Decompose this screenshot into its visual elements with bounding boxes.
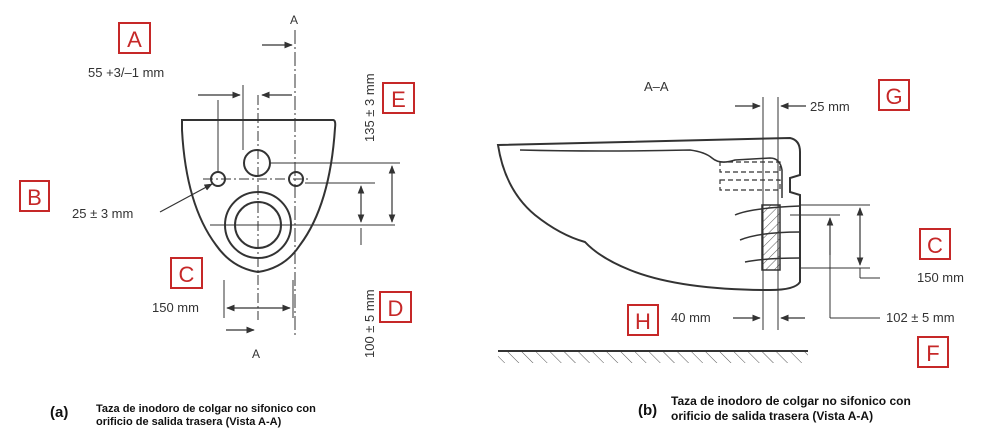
dimension-55: 55 +3/–1 mm: [88, 65, 164, 80]
box-label-b: B: [27, 185, 42, 210]
box-label-a: A: [127, 27, 142, 52]
dimension-150: 150 mm: [152, 300, 199, 315]
caption-b-line2: orificio de salida trasera (Vista A-A): [671, 409, 873, 423]
dimension-25mm: 25 mm: [810, 99, 850, 114]
dimension-135: 135 ± 3 mm: [362, 73, 377, 142]
bowl-outline-front: [181, 119, 337, 274]
box-label-g: G: [885, 84, 902, 109]
rear-outlet-hole: [243, 149, 271, 177]
caption-a-line2: orificio de salida trasera (Vista A-A): [96, 416, 282, 428]
figure-a-front-view: A A 55 +3/–1 mm 25 ± 3 mm 150 mm 135 ± 3…: [19, 13, 415, 428]
caption-b-line1: Taza de inodoro de colgar no sifonico co…: [671, 394, 911, 408]
section-label-bottom: A: [252, 347, 260, 361]
box-label-d: D: [388, 296, 404, 321]
dimension-40mm: 40 mm: [671, 310, 711, 325]
caption-a-letter: (a): [50, 404, 68, 421]
caption-b-letter: (b): [638, 402, 657, 419]
box-label-c-left: C: [179, 262, 195, 287]
figure-b-section-view: A–A 25 mm 150 mm 102 ± 5 mm 40 mm G C H …: [496, 79, 964, 423]
box-label-c-right: C: [927, 233, 943, 258]
section-label-top: A: [290, 13, 298, 27]
dimension-102mm: 102 ± 5 mm: [886, 310, 955, 325]
caption-a-line1: Taza de inodoro de colgar no sifonico co…: [96, 403, 316, 415]
dimension-150mm-side: 150 mm: [917, 270, 964, 285]
dimension-hole-25: 25 ± 3 mm: [72, 206, 133, 221]
dimension-100: 100 ± 5 mm: [362, 289, 377, 358]
box-label-h: H: [635, 309, 651, 334]
section-title-aa: A–A: [644, 79, 669, 94]
bowl-outline-side: [496, 136, 801, 292]
box-label-f: F: [926, 341, 939, 366]
box-label-e: E: [391, 87, 406, 112]
